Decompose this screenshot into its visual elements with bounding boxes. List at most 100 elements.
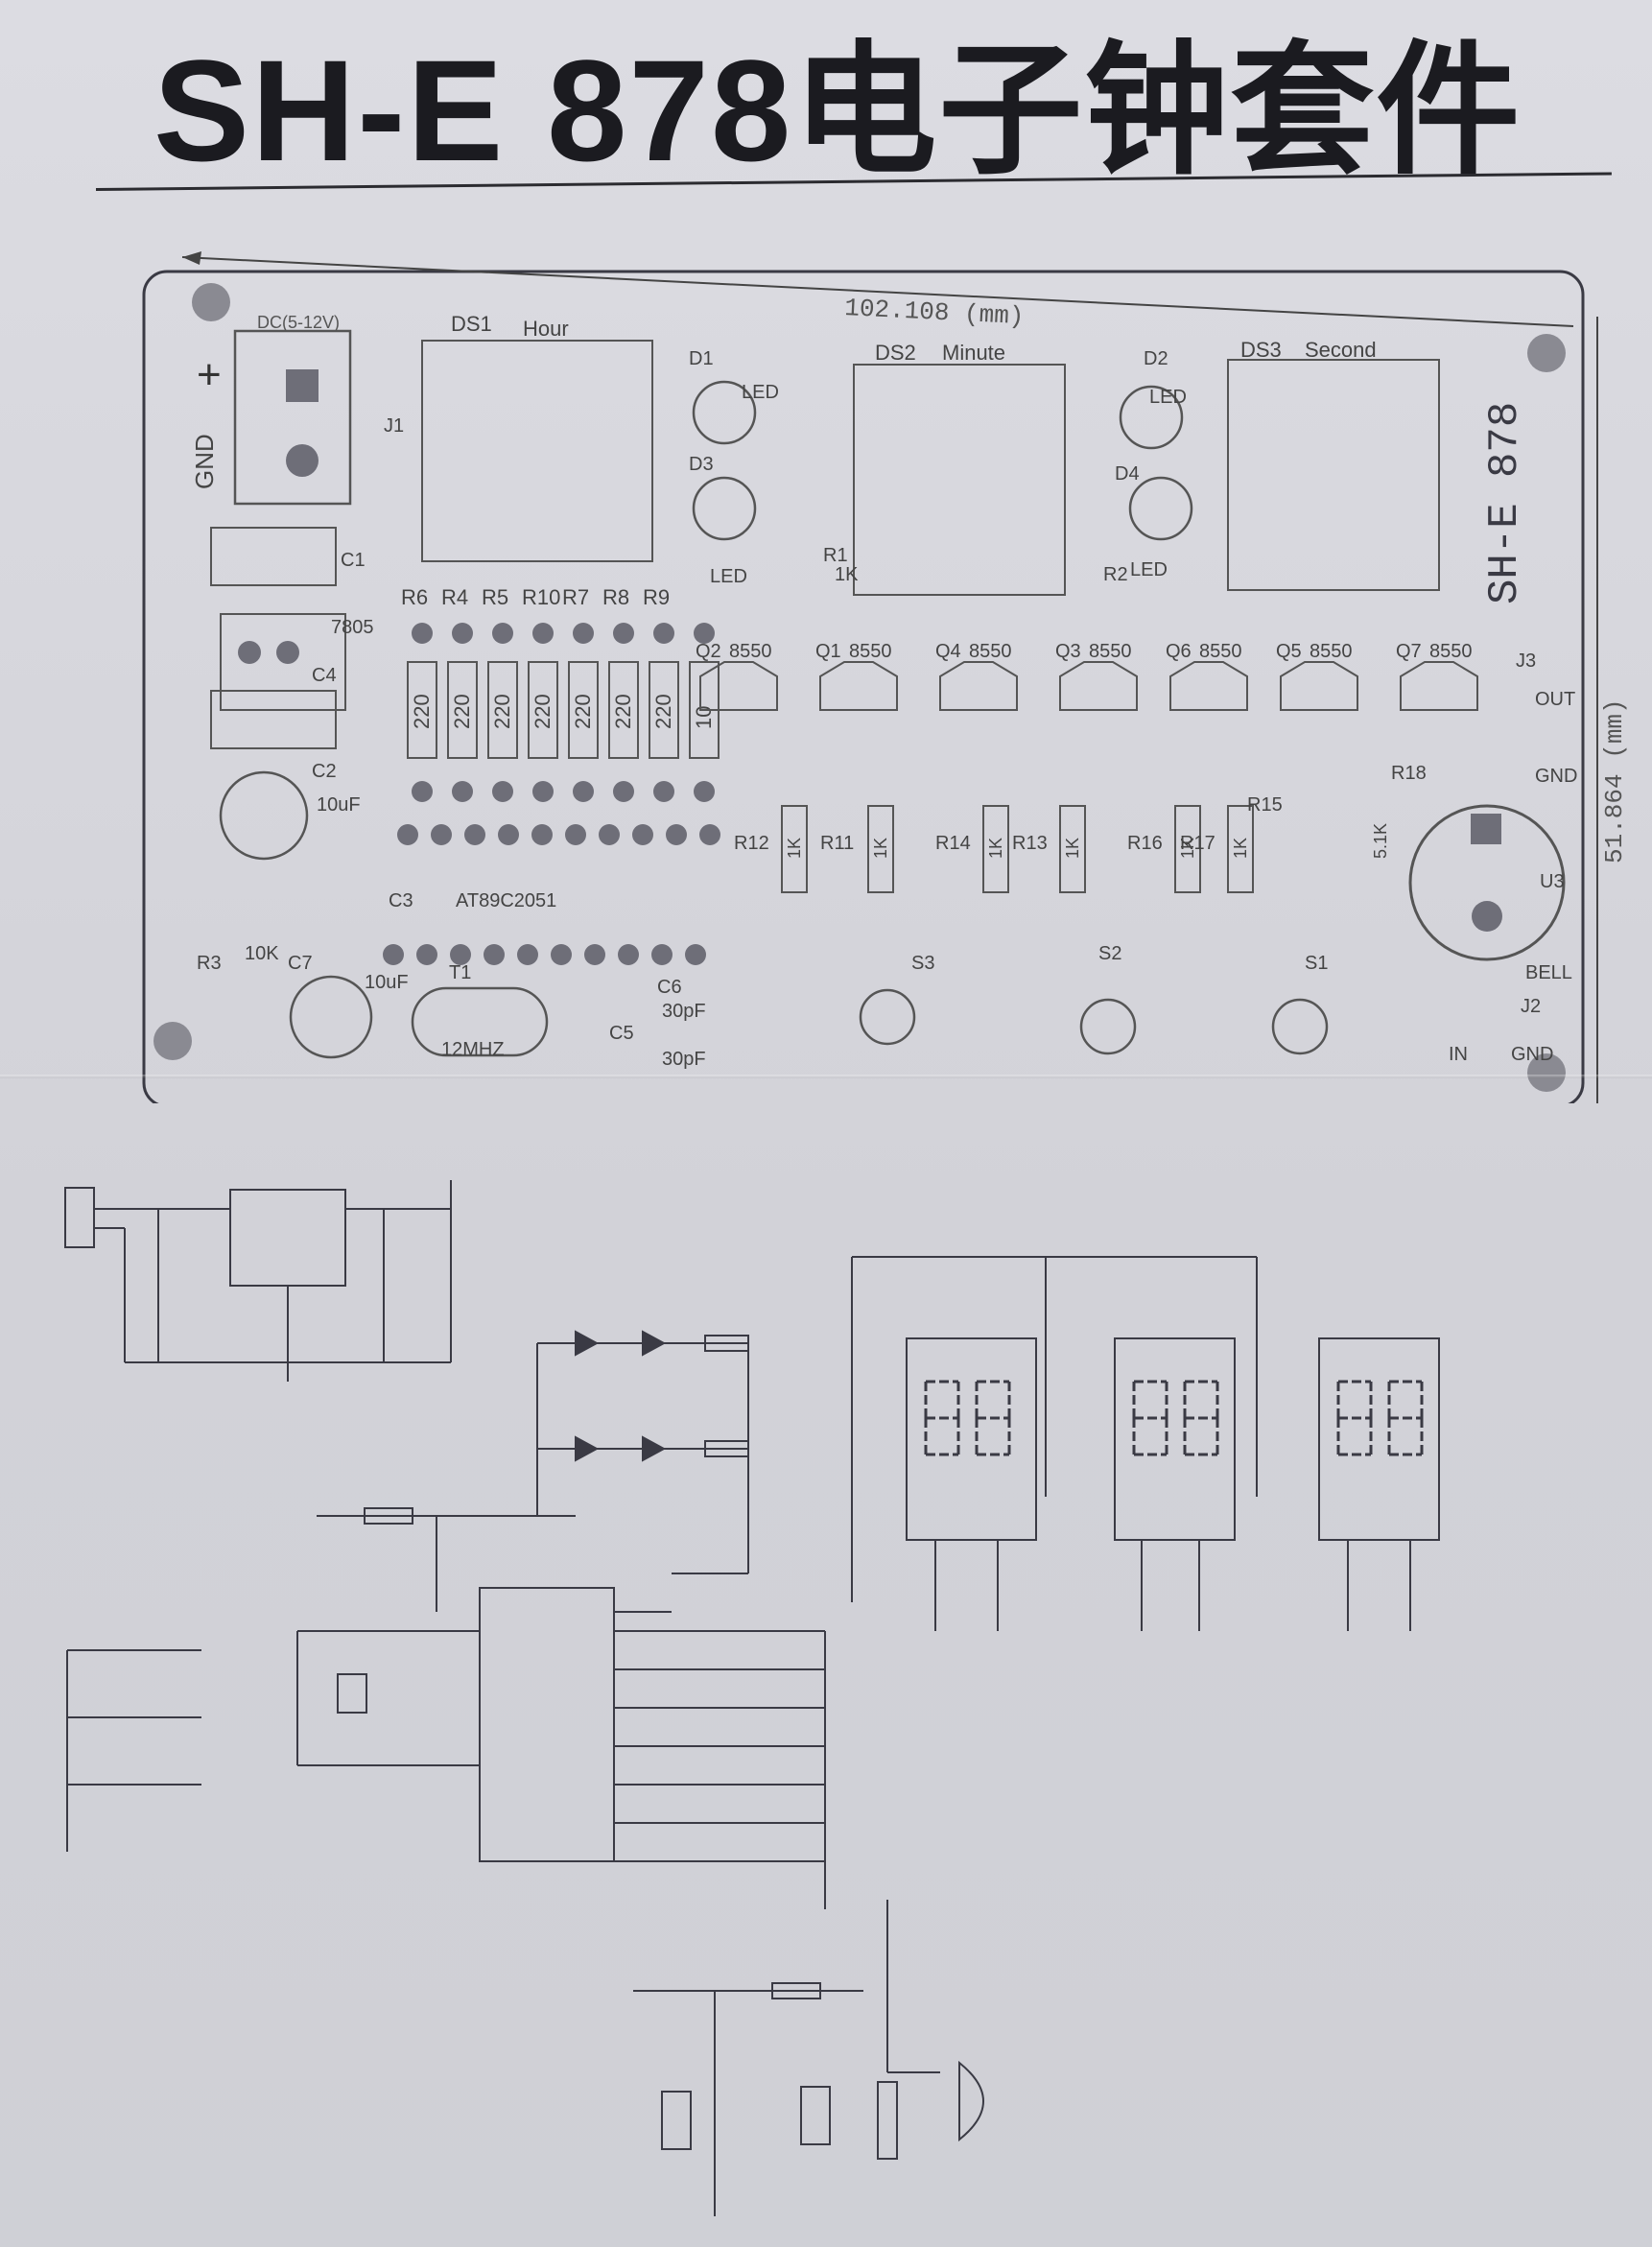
component-label: J2 <box>1521 996 1541 1017</box>
component-label: C6 <box>657 977 682 998</box>
resistor-footprint <box>649 661 679 759</box>
pad <box>685 944 706 965</box>
crystal-footprint <box>411 986 549 1057</box>
paper-crease <box>0 1075 1652 1078</box>
transistor-type-label: 8550 <box>1429 641 1473 662</box>
mounting-hole <box>1527 1053 1566 1092</box>
display-label: DS3 <box>1240 338 1282 362</box>
resistor-footprint <box>1227 805 1254 893</box>
resistor-ref-label: R16 <box>1127 833 1163 854</box>
resistor-ref-label: R10 <box>522 585 560 609</box>
component-label: GND <box>1535 766 1577 787</box>
display-label: Minute <box>942 341 1005 365</box>
component-label: S1 <box>1305 953 1328 974</box>
component-label: C2 <box>312 761 337 782</box>
display-label: DS1 <box>451 312 492 336</box>
pad <box>613 781 634 802</box>
pad <box>412 781 433 802</box>
pad <box>666 824 687 845</box>
width-dimension-label: 102.108 (mm) <box>844 294 1025 331</box>
power-input-label: DC(5-12V) <box>257 313 340 332</box>
resistor-ref-label: R7 <box>562 585 589 609</box>
display-label: Hour <box>523 317 569 341</box>
pad <box>532 781 554 802</box>
display-label: Second <box>1305 338 1377 362</box>
component-label: AT89C2051 <box>456 890 556 911</box>
resistor-footprint <box>447 661 478 759</box>
led-footprint <box>692 476 757 541</box>
resistor-value-label: 220 <box>571 694 595 729</box>
transistor-ref-label: Q4 <box>935 641 961 662</box>
transistor-footprint <box>699 661 778 711</box>
component-label: 10uF <box>317 794 361 816</box>
component-label: OUT <box>1535 689 1575 710</box>
pad <box>276 641 299 664</box>
pcb-layout-drawing: 102.108 (mm) 51.864 (mm) SH-E 878 DC(5-1… <box>142 251 1629 1103</box>
transistor-type-label: 8550 <box>849 641 892 662</box>
led-label: LED <box>1149 387 1187 408</box>
pad <box>412 623 433 644</box>
resistor-value-label: 1K <box>1063 838 1082 859</box>
pad <box>450 944 471 965</box>
mounting-hole <box>153 1022 192 1060</box>
led-label: D1 <box>689 348 714 369</box>
pad <box>618 944 639 965</box>
pad <box>452 623 473 644</box>
pad <box>632 824 653 845</box>
pad <box>397 824 418 845</box>
led-footprint <box>1119 385 1184 450</box>
resistor-value-label: 220 <box>531 694 555 729</box>
pad <box>699 824 720 845</box>
component-label: C4 <box>312 665 337 686</box>
resistor-footprint <box>568 661 599 759</box>
ic-pad-row <box>383 824 720 965</box>
pad <box>492 781 513 802</box>
led-label: D3 <box>689 454 714 475</box>
resistor-value-label: 220 <box>651 694 675 729</box>
component-label: U3 <box>1540 871 1565 892</box>
transistor-footprint <box>1169 661 1248 711</box>
dc-jack-pad <box>286 369 319 402</box>
dc-jack-outline <box>233 329 352 506</box>
pad <box>452 781 473 802</box>
resistor-value-label: 1K <box>785 838 804 859</box>
component-label: R2 <box>1103 564 1128 585</box>
resistor-footprint <box>1059 805 1086 893</box>
resistor-value-label: 220 <box>410 694 434 729</box>
pad <box>694 781 715 802</box>
switch-footprint <box>1271 998 1329 1055</box>
transistor-ref-label: Q5 <box>1276 641 1302 662</box>
mounting-hole <box>192 283 230 321</box>
switch-footprint <box>859 988 916 1046</box>
resistor-footprint <box>781 805 808 893</box>
component-label: IN <box>1449 1044 1468 1065</box>
pad <box>532 623 554 644</box>
resistor-ref-label: R11 <box>820 833 854 854</box>
component-label: C5 <box>609 1023 634 1044</box>
pad <box>464 824 485 845</box>
component-label: GND <box>1511 1044 1553 1065</box>
pad <box>383 944 404 965</box>
transistor-footprint <box>1280 661 1358 711</box>
resistor-footprint <box>487 661 518 759</box>
pad <box>431 824 452 845</box>
display-ds1-footprint <box>421 340 653 562</box>
led-label: D4 <box>1115 463 1140 485</box>
resistor-ref-label: R8 <box>602 585 629 609</box>
pad <box>492 623 513 644</box>
resistor-ref-label: R17 <box>1180 833 1215 854</box>
transistor-footprint <box>939 661 1018 711</box>
pad <box>484 944 505 965</box>
component-label: 30pF <box>662 1049 706 1070</box>
component-label: S3 <box>911 953 934 974</box>
component-label: R15 <box>1247 794 1283 816</box>
pad <box>651 944 673 965</box>
resistor-value-label: 1K <box>1231 838 1250 859</box>
led-label: D2 <box>1144 348 1168 369</box>
pcb-board-outline <box>142 270 1585 1103</box>
